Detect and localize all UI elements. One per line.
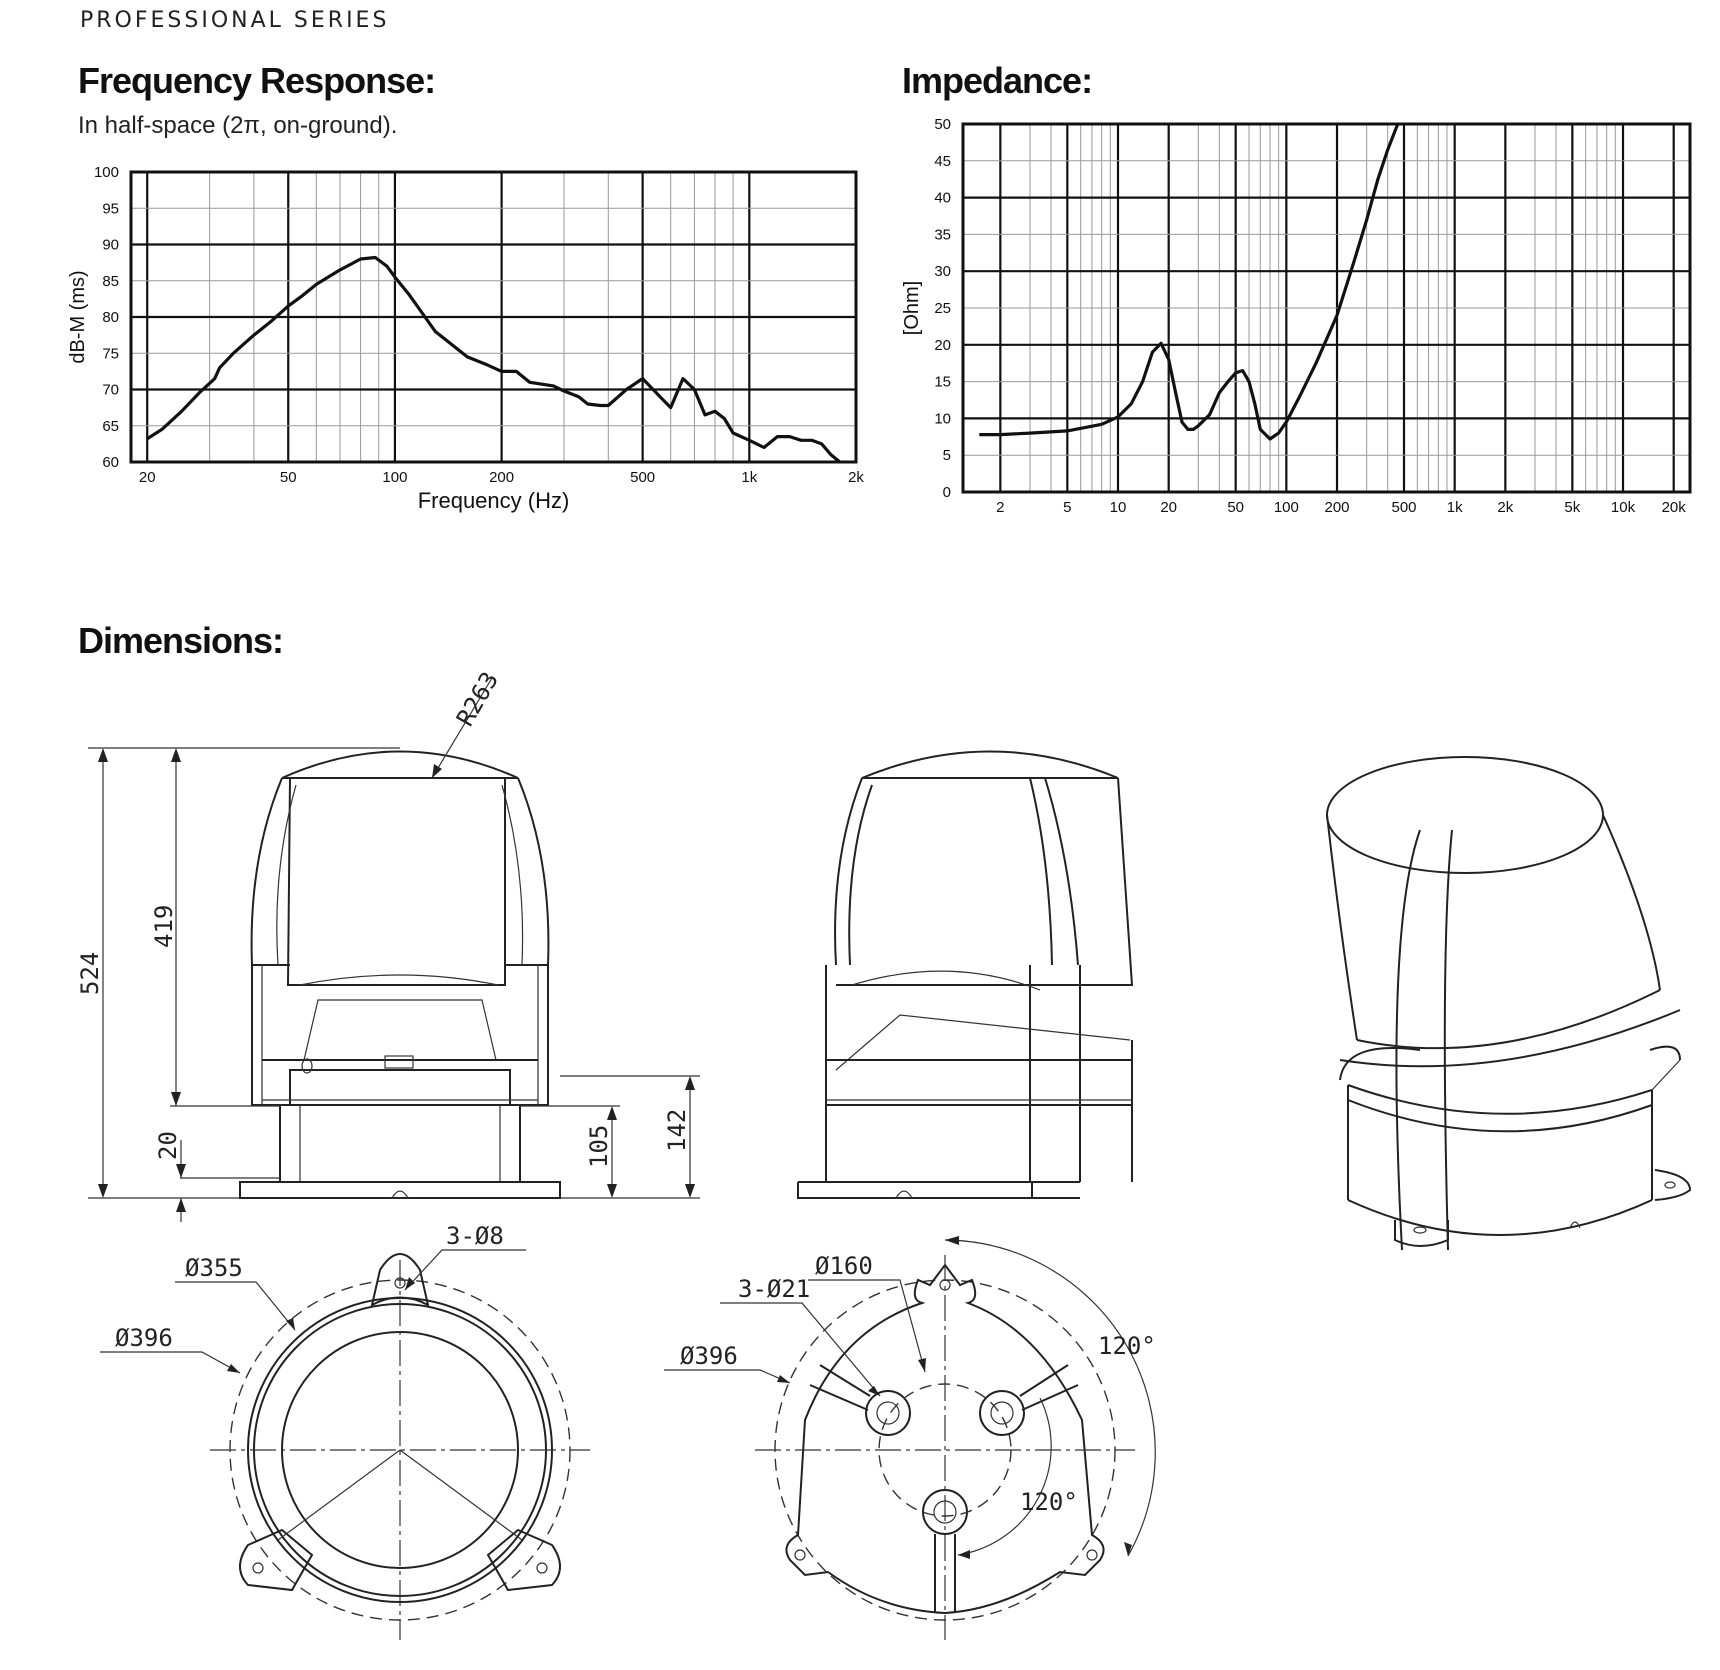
imp-xtick-label: 5 xyxy=(1063,499,1071,516)
frequency-response-subtitle: In half-space (2π, on-ground). xyxy=(78,112,398,139)
imp-ytick-label: 10 xyxy=(934,410,951,427)
dim-angle-a: 120° xyxy=(1098,1332,1156,1360)
imp-xtick-label: 20k xyxy=(1662,499,1687,516)
dim-holes-large: 3-Ø21 xyxy=(738,1275,810,1303)
fr-ylabel: dB-M (ms) xyxy=(67,270,89,363)
dim-dia-355: Ø355 xyxy=(185,1254,243,1282)
series-heading: PROFESSIONAL SERIES xyxy=(80,8,390,33)
fr-ytick-label: 60 xyxy=(102,454,119,471)
imp-xtick-label: 2 xyxy=(996,499,1004,516)
dim-height-body: 419 xyxy=(150,905,178,948)
imp-ytick-label: 40 xyxy=(934,190,951,207)
fr-xtick-label: 50 xyxy=(280,469,297,486)
imp-series-line xyxy=(979,124,1400,441)
fr-plot: 60 65 70 75 80 85 90 95 100 20 50 100 200 500 1k 2kFreq… xyxy=(67,164,864,513)
side-elevation xyxy=(797,750,1134,1199)
front-elevation: R263 524 419 20 105 142 xyxy=(76,667,700,1222)
bottom-view-left: 3-Ø8 Ø355 Ø396 xyxy=(100,1222,590,1640)
dimensions-title: Dimensions: xyxy=(78,620,284,661)
fr-ytick-label: 85 xyxy=(102,273,119,290)
bottom-view-right: Ø160 3-Ø21 Ø396 120° 120° xyxy=(664,1236,1156,1640)
imp-xtick-label: 2k xyxy=(1497,499,1513,516)
dim-dia-396-a: Ø396 xyxy=(115,1324,173,1352)
imp-xtick-label: 10 xyxy=(1110,499,1127,516)
fr-xtick-label: 200 xyxy=(489,469,514,486)
imp-ytick-label: 5 xyxy=(943,447,951,464)
dim-angle-b: 120° xyxy=(1020,1488,1078,1516)
fr-ytick-label: 65 xyxy=(102,418,119,435)
dim-dia-396-b: Ø396 xyxy=(680,1342,738,1370)
dim-height-total: 524 xyxy=(76,952,104,995)
imp-ytick-label: 20 xyxy=(934,337,951,354)
imp-xtick-label: 100 xyxy=(1274,499,1299,516)
fr-ytick-label: 100 xyxy=(94,164,119,181)
dim-base-105: 105 xyxy=(585,1125,613,1168)
fr-xtick-label: 500 xyxy=(630,469,655,486)
imp-xtick-label: 200 xyxy=(1325,499,1350,516)
imp-xtick-label: 10k xyxy=(1611,499,1636,516)
imp-ytick-label: 0 xyxy=(943,484,951,501)
fr-xtick-label: 2k xyxy=(848,469,864,486)
fr-series-line xyxy=(146,255,841,462)
dim-height-feet: 20 xyxy=(154,1131,182,1160)
fr-xlabel: Frequency (Hz) xyxy=(418,488,570,513)
fr-xtick-label: 100 xyxy=(382,469,407,486)
dimensions-drawing: R263 524 419 20 105 142 xyxy=(76,667,1692,1640)
dim-radius: R263 xyxy=(451,667,504,731)
imp-ytick-label: 15 xyxy=(934,374,951,391)
dim-base-142: 142 xyxy=(663,1109,691,1152)
isometric-view xyxy=(1326,756,1692,1251)
imp-ytick-label: 35 xyxy=(934,226,951,243)
imp-ytick-label: 25 xyxy=(934,300,951,317)
imp-xtick-label: 20 xyxy=(1160,499,1177,516)
imp-xtick-label: 500 xyxy=(1391,499,1416,516)
imp-ylabel: [Ohm] xyxy=(901,281,923,335)
dim-holes-small: 3-Ø8 xyxy=(446,1222,504,1250)
imp-ytick-label: 30 xyxy=(934,263,951,280)
fr-xtick-label: 20 xyxy=(139,469,156,486)
imp-plot-frame xyxy=(961,122,1692,494)
fr-xtick-label: 1k xyxy=(741,469,757,486)
frequency-response-title: Frequency Response: xyxy=(78,60,436,101)
fr-ytick-label: 75 xyxy=(102,345,119,362)
fr-ytick-label: 80 xyxy=(102,309,119,326)
dim-dia-160: Ø160 xyxy=(815,1252,873,1280)
imp-ytick-label: 45 xyxy=(934,153,951,170)
fr-ytick-label: 90 xyxy=(102,237,119,254)
impedance-title: Impedance: xyxy=(902,60,1093,101)
imp-xtick-label: 50 xyxy=(1227,499,1244,516)
imp-ytick-label: 50 xyxy=(934,116,951,133)
fr-ytick-label: 95 xyxy=(102,200,119,217)
imp-xtick-label: 1k xyxy=(1447,499,1463,516)
fr-plot-frame xyxy=(129,170,858,464)
imp-xtick-label: 5k xyxy=(1564,499,1580,516)
fr-ytick-label: 70 xyxy=(102,382,119,399)
